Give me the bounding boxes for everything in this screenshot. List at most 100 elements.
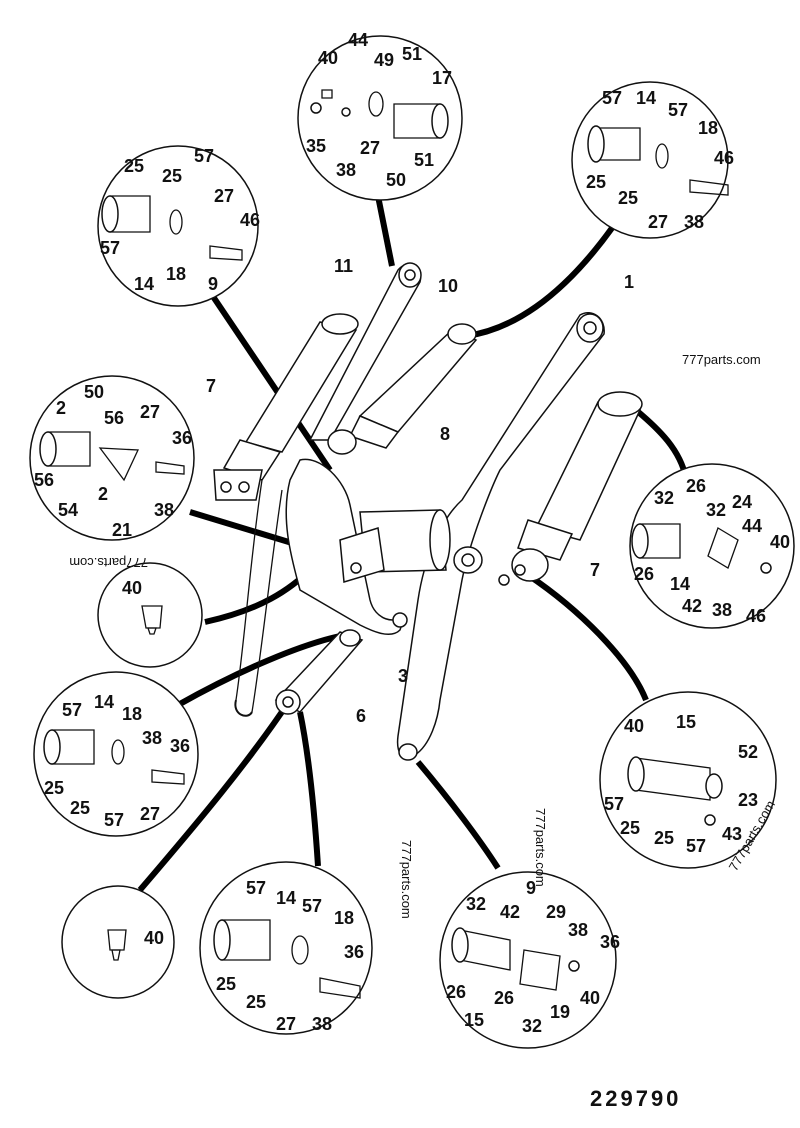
loader-linkage-assembly (213, 262, 643, 761)
leader-lines (137, 195, 689, 892)
callout-label: 23 (738, 790, 758, 810)
callout-label: 18 (166, 264, 186, 284)
callout-label: 25 (654, 828, 674, 848)
callout-label: 40 (144, 928, 164, 948)
assembly-label: 6 (356, 706, 366, 726)
callout-label: 26 (634, 564, 654, 584)
bubble-lower-right (599, 691, 777, 869)
callout-label: 40 (624, 716, 644, 736)
callout-label: 26 (446, 982, 466, 1002)
callout-label: 32 (522, 1016, 542, 1036)
cylinder-8 (327, 323, 478, 455)
bubble-upper-left-labels: 25 57 25 27 46 57 14 18 9 (100, 146, 260, 294)
bubble-top-right (571, 81, 729, 239)
bubble-lower-left (33, 671, 199, 837)
callout-label: 25 (162, 166, 182, 186)
callout-label: 14 (670, 574, 690, 594)
callout-label: 18 (334, 908, 354, 928)
callout-label: 44 (742, 516, 762, 536)
figure-number: 229790 (590, 1086, 681, 1111)
callout-label: 36 (600, 932, 620, 952)
callout-label: 57 (62, 700, 82, 720)
callout-label: 26 (494, 988, 514, 1008)
callout-label: 18 (698, 118, 718, 138)
callout-label: 15 (464, 1010, 484, 1030)
bubble-mid-right-labels: 32 26 32 24 44 40 26 14 42 38 46 (634, 476, 790, 626)
bubble-top-center-labels: 40 44 49 51 17 35 38 27 50 51 (306, 30, 452, 190)
callout-label: 9 (526, 878, 536, 898)
callout-label: 27 (214, 186, 234, 206)
callout-label: 50 (386, 170, 406, 190)
bubble-mid-left (29, 375, 195, 541)
callout-label: 54 (58, 500, 78, 520)
callout-label: 56 (104, 408, 124, 428)
callout-label: 50 (84, 382, 104, 402)
callout-label: 17 (432, 68, 452, 88)
callout-label: 56 (34, 470, 54, 490)
callout-label: 57 (604, 794, 624, 814)
bubble-lower-left-labels: 57 14 18 38 36 25 25 57 27 (44, 692, 190, 830)
bubble-upper-left (97, 145, 259, 307)
assembly-label: 3 (398, 666, 408, 686)
callout-label: 25 (618, 188, 638, 208)
callout-label: 9 (208, 274, 218, 294)
callout-label: 51 (414, 150, 434, 170)
watermark: 777parts.com (682, 352, 761, 367)
callout-label: 57 (686, 836, 706, 856)
callout-label: 15 (676, 712, 696, 732)
callout-label: 36 (170, 736, 190, 756)
callout-label: 2 (56, 398, 66, 418)
callout-label: 32 (466, 894, 486, 914)
callout-label: 38 (712, 600, 732, 620)
bubble-mid-right (629, 463, 795, 629)
callout-label: 38 (154, 500, 174, 520)
callout-label: 46 (714, 148, 734, 168)
callout-label: 35 (306, 136, 326, 156)
callout-label: 57 (668, 100, 688, 120)
callout-label: 42 (500, 902, 520, 922)
assembly-label: 7 (590, 560, 600, 580)
assembly-label: 7 (206, 376, 216, 396)
callout-label: 26 (686, 476, 706, 496)
cylinder-left (213, 313, 359, 501)
bubble-grease-left (97, 562, 203, 668)
callout-label: 25 (70, 798, 90, 818)
callout-label: 38 (142, 728, 162, 748)
callout-label: 57 (302, 896, 322, 916)
callout-label: 19 (550, 1002, 570, 1022)
callout-label: 25 (124, 156, 144, 176)
callout-label: 32 (706, 500, 726, 520)
watermark: 777parts.com (533, 808, 548, 887)
assembly-label: 11 (334, 256, 353, 276)
callout-label: 57 (100, 238, 120, 258)
callout-label: 57 (194, 146, 214, 166)
watermark: 777parts.com (69, 555, 148, 570)
callout-label: 18 (122, 704, 142, 724)
callout-label: 42 (682, 596, 702, 616)
callout-label: 2 (98, 484, 108, 504)
callout-label: 32 (654, 488, 674, 508)
callout-label: 46 (240, 210, 260, 230)
callout-label: 25 (620, 818, 640, 838)
bubble-top-center (297, 35, 463, 201)
callout-label: 40 (122, 578, 142, 598)
callout-label: 24 (732, 492, 752, 512)
callout-label: 29 (546, 902, 566, 922)
bubble-grease-bottom (61, 885, 175, 999)
callout-label: 38 (312, 1014, 332, 1034)
assembly-label: 8 (440, 424, 450, 444)
callout-label: 57 (602, 88, 622, 108)
bubble-mid-left-labels: 50 2 56 27 36 56 2 54 38 21 (34, 382, 192, 540)
callout-label: 46 (746, 606, 766, 626)
callout-label: 27 (276, 1014, 296, 1034)
callout-label: 25 (586, 172, 606, 192)
callout-label: 57 (246, 878, 266, 898)
callout-label: 38 (684, 212, 704, 232)
callout-label: 27 (140, 402, 160, 422)
callout-label: 57 (104, 810, 124, 830)
callout-label: 14 (276, 888, 296, 908)
callout-label: 27 (140, 804, 160, 824)
bubble-bottom-right-labels: 32 42 9 29 38 36 26 26 15 32 19 40 (446, 878, 620, 1036)
callout-label: 27 (648, 212, 668, 232)
